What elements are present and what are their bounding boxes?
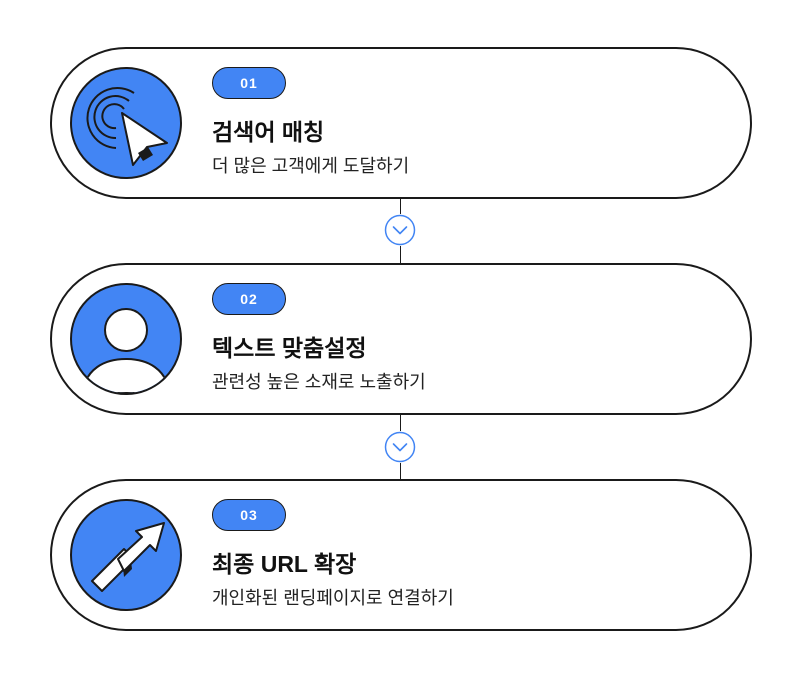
step-number-badge: 03 bbox=[212, 499, 286, 531]
chevron-down-icon bbox=[384, 214, 416, 246]
step-card-1: 01 검색어 매칭 더 많은 고객에게 도달하기 bbox=[50, 47, 752, 199]
step-card-3: 03 최종 URL 확장 개인화된 랜딩페이지로 연결하기 bbox=[50, 479, 752, 631]
step-number-badge: 01 bbox=[212, 67, 286, 99]
step-title: 검색어 매칭 bbox=[212, 119, 325, 145]
chevron-down-icon bbox=[384, 431, 416, 463]
cursor-click-icon bbox=[70, 67, 182, 179]
step-title: 텍스트 맞춤설정 bbox=[212, 335, 367, 361]
step-title: 최종 URL 확장 bbox=[212, 551, 357, 577]
step-number-badge: 02 bbox=[212, 283, 286, 315]
step-subtitle: 더 많은 고객에게 도달하기 bbox=[212, 156, 410, 176]
step-subtitle: 개인화된 랜딩페이지로 연결하기 bbox=[212, 588, 454, 608]
step-card-2: 02 텍스트 맞춤설정 관련성 높은 소재로 노출하기 bbox=[50, 263, 752, 415]
step-subtitle: 관련성 높은 소재로 노출하기 bbox=[212, 372, 426, 392]
user-avatar-icon bbox=[70, 283, 182, 395]
expand-arrow-icon bbox=[70, 499, 182, 611]
